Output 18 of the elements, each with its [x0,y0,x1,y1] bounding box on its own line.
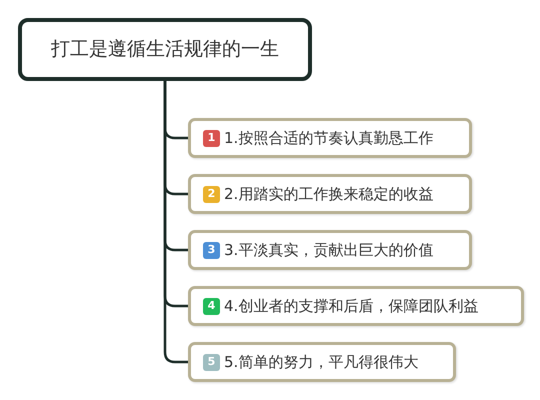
priority-badge: 1 [203,130,220,146]
priority-badge: 3 [203,242,220,258]
topic-text: 打工是遵循生活规律的一生 [51,37,279,62]
subtopic-text: 2.用踏实的工作换来稳定的收益 [224,184,434,205]
priority-badge: 4 [203,298,220,314]
root-topic-box [18,18,312,81]
subtopic-box [188,174,472,214]
subtopic-text: 5.简单的努力，平凡得很伟大 [224,352,418,373]
subtopic-box [188,286,524,326]
subtopic-text: 3.平淡真实，贡献出巨大的价值 [224,240,434,261]
subtopic-box [188,230,472,270]
connector-line [164,81,188,364]
subtopic-box [188,342,456,382]
subtopic-text: 4.创业者的支撑和后盾，保障团队利益 [224,296,478,317]
priority-badge: 5 [203,354,220,370]
subtopic-text: 1.按照合适的节奏认真勤恳工作 [224,128,434,149]
priority-badge: 2 [203,186,220,202]
subtopic-box [188,118,472,158]
